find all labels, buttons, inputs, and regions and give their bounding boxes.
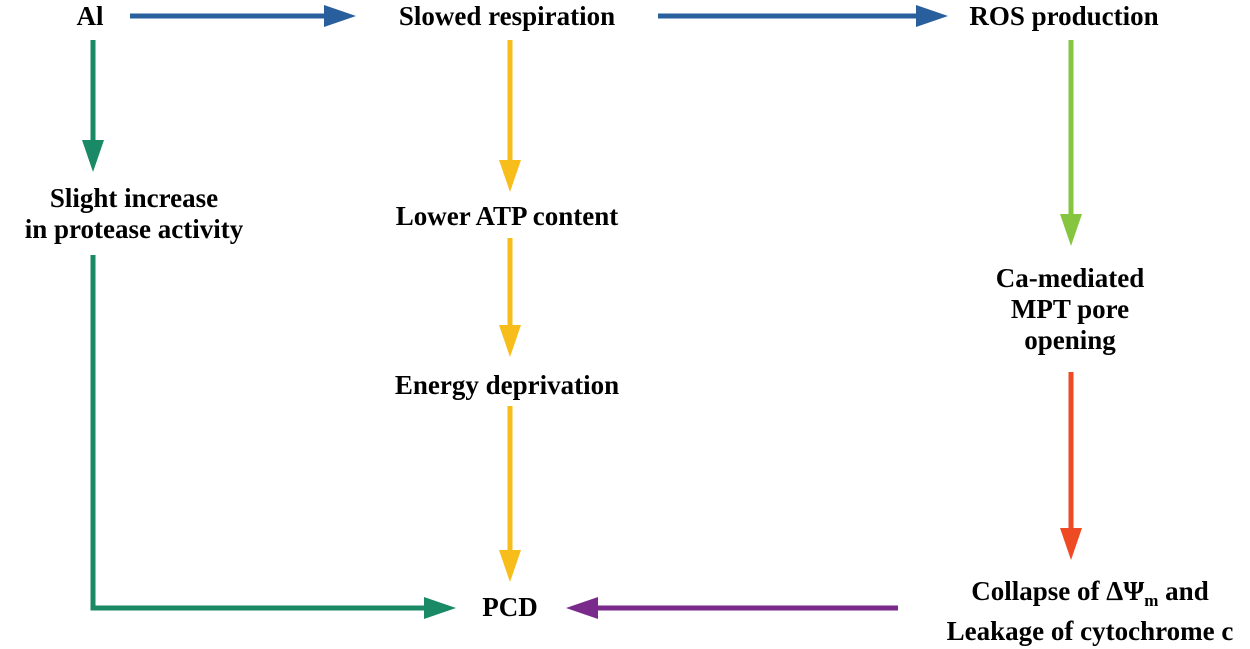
edge-protease-to-pcd [90, 255, 456, 619]
node-energy-deprivation-label: Energy deprivation [394, 370, 620, 400]
arrow-head [916, 5, 948, 27]
collapse-suffix: and [1158, 576, 1209, 606]
arrow-head [82, 140, 104, 172]
node-collapse-line-1: Collapse of ΔΨm and [930, 576, 1250, 616]
edge-slowed-to-lower-atp [499, 40, 521, 192]
node-energy-deprivation: Energy deprivation [362, 370, 652, 401]
edge-al-to-protease [82, 40, 104, 172]
node-collapse-line-2: Leakage of cytochrome c [946, 616, 1234, 646]
edge-energy-to-pcd [499, 406, 521, 582]
arrow-head [1060, 214, 1082, 246]
node-ca-line-1: Ca-mediated [995, 263, 1145, 293]
arrow-head [499, 325, 521, 357]
node-protease-activity: Slight increase in protease activity [0, 183, 268, 245]
node-pcd: PCD [455, 592, 565, 623]
collapse-subscript: m [1144, 591, 1159, 610]
node-collapse-leakage: Collapse of ΔΨm and Leakage of cytochrom… [930, 576, 1250, 647]
collapse-prefix: Collapse of ΔΨ [971, 576, 1145, 606]
node-slowed-respiration-label: Slowed respiration [398, 1, 616, 31]
edge-al-to-slowed-respiration [130, 5, 356, 27]
node-ros-production: ROS production [930, 1, 1198, 32]
edge-ca-mpt-to-collapse [1060, 372, 1082, 560]
arrow-head [499, 160, 521, 192]
arrow-head [1060, 528, 1082, 560]
node-al-label: Al [76, 1, 104, 31]
edge-slowed-respiration-to-ros [658, 5, 948, 27]
node-protease-line-2: in protease activity [24, 214, 244, 244]
node-slowed-respiration: Slowed respiration [368, 1, 646, 32]
edge-collapse-to-pcd [566, 597, 898, 619]
node-ros-production-label: ROS production [969, 1, 1159, 31]
node-ca-mpt-pore-opening: Ca-mediated MPT pore opening [960, 263, 1180, 356]
node-ca-line-2: MPT pore [1010, 294, 1130, 324]
arrow-head [566, 597, 598, 619]
edge-lower-atp-to-energy [499, 238, 521, 357]
edge-ros-to-ca-mpt [1060, 40, 1082, 246]
node-lower-atp-label: Lower ATP content [395, 201, 619, 231]
arrow-head [499, 550, 521, 582]
node-al: Al [58, 1, 122, 32]
arrow-head [424, 597, 456, 619]
node-lower-atp-content: Lower ATP content [362, 201, 652, 232]
edge-line [90, 255, 424, 611]
node-ca-line-3: opening [1024, 325, 1116, 355]
arrow-head [324, 5, 356, 27]
node-protease-line-1: Slight increase [49, 183, 219, 213]
node-pcd-label: PCD [482, 592, 538, 622]
